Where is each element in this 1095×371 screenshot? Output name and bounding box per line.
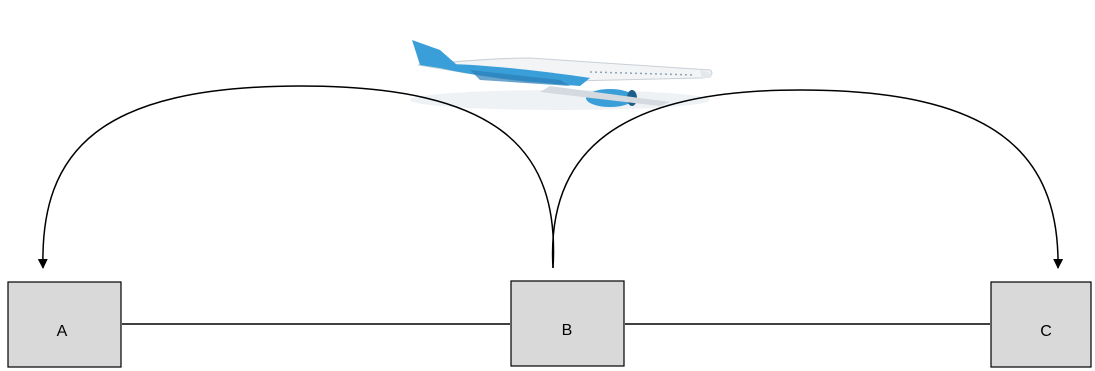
- airplane-icon: [410, 40, 713, 110]
- node-c: C: [990, 281, 1092, 368]
- node-c-label: C: [1040, 323, 1052, 340]
- node-a-label: A: [57, 323, 68, 340]
- arc-b-to-c: [551, 89, 1064, 269]
- arc-b-to-a: [37, 85, 555, 269]
- node-a: A: [7, 281, 122, 368]
- node-b-label: B: [562, 322, 573, 339]
- node-b: B: [510, 280, 625, 367]
